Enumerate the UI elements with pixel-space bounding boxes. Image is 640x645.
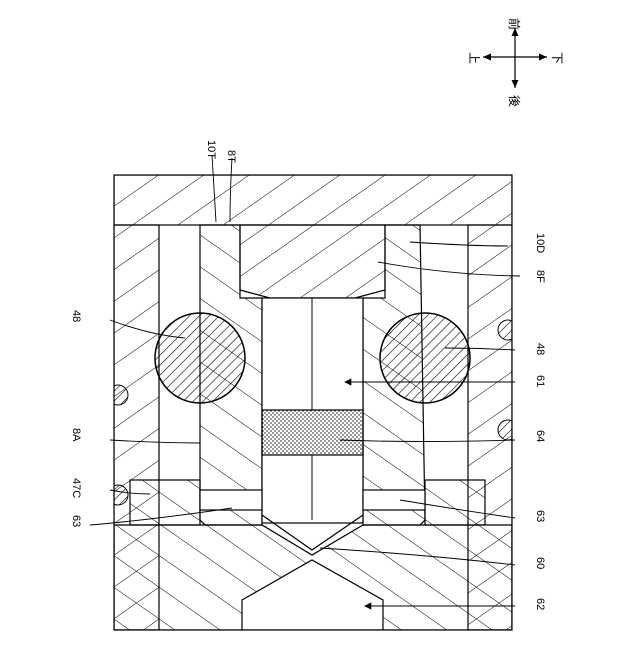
label-8A: 8A xyxy=(70,428,82,442)
direction-front-label: 前 xyxy=(507,18,522,30)
direction-up-label: 上 xyxy=(467,52,481,64)
retainer-47C-right xyxy=(425,480,485,525)
label-63-left: 63 xyxy=(70,515,82,527)
label-8F: 8F xyxy=(534,270,546,283)
label-47C: 47C xyxy=(70,478,82,498)
arrow-down-icon xyxy=(539,54,547,61)
cross-section xyxy=(108,175,518,630)
label-48-left: 48 xyxy=(70,310,82,322)
label-64: 64 xyxy=(534,430,546,442)
label-61: 61 xyxy=(534,375,546,387)
passage-63-left xyxy=(200,490,262,510)
passage-63-right xyxy=(363,490,425,510)
small-ball-right-2 xyxy=(498,420,518,440)
label-62: 62 xyxy=(534,598,546,610)
direction-back-label: 後 xyxy=(507,95,521,107)
filter-64 xyxy=(262,410,363,455)
label-48-right: 48 xyxy=(534,343,546,355)
direction-down-label: 下 xyxy=(550,52,564,64)
small-ball-left-2 xyxy=(108,485,128,505)
label-10T: 10T xyxy=(205,140,217,159)
ball-48-right xyxy=(380,313,470,403)
shaft-head-10D xyxy=(240,225,385,298)
small-ball-left-1 xyxy=(108,385,128,405)
label-60: 60 xyxy=(534,557,546,569)
retainer-47C-left xyxy=(130,480,200,525)
arrow-up-icon xyxy=(483,54,491,61)
label-63-right: 63 xyxy=(534,510,546,522)
label-8T: 8T xyxy=(225,150,237,163)
label-10D: 10D xyxy=(534,233,546,253)
top-plate xyxy=(114,175,512,225)
ball-48-left xyxy=(155,313,245,403)
small-ball-right-1 xyxy=(498,320,518,340)
arrow-back-icon xyxy=(512,80,519,88)
direction-indicator: 前 後 上 下 xyxy=(467,18,564,107)
